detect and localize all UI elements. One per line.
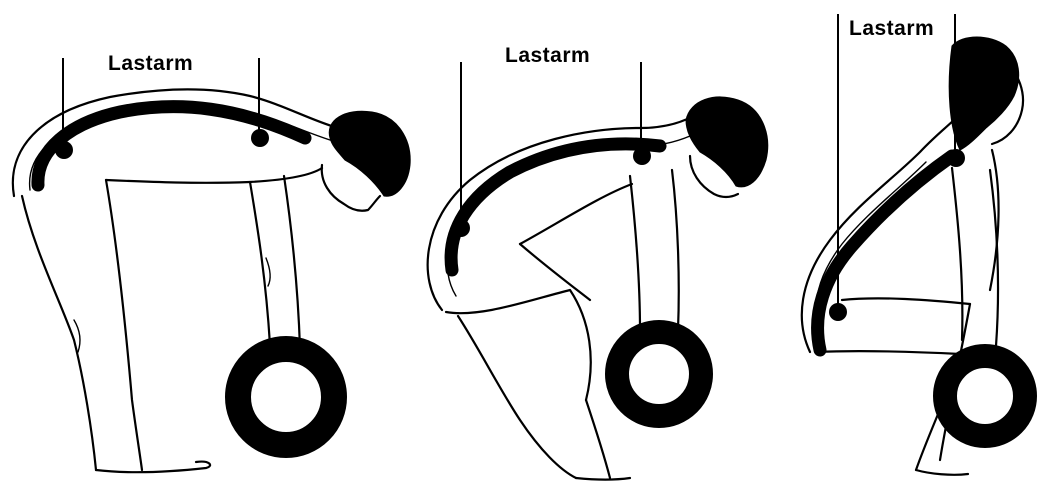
figure-3-joint-upper xyxy=(947,149,965,167)
figure-2-thigh xyxy=(446,290,591,400)
figure-2-chest xyxy=(520,184,632,244)
figure-1-load-ring xyxy=(238,349,334,445)
figure-1-arm-back xyxy=(284,176,300,348)
figure-2-spine xyxy=(451,144,660,270)
figure-1-lastarm-label: Lastarm xyxy=(108,52,193,76)
figure-2-feet xyxy=(576,478,630,480)
figure-2-lastarm-label: Lastarm xyxy=(505,44,590,68)
figure-3-arm-front xyxy=(952,168,962,340)
figure-3-lastarm-label: Lastarm xyxy=(849,17,934,41)
figure-3-arm-back xyxy=(990,170,998,346)
figure-1-hair xyxy=(329,111,410,196)
figure-1-joint-upper xyxy=(251,129,269,147)
figure-1-chest xyxy=(106,168,322,183)
figure-3-back-outline xyxy=(802,118,956,352)
figure-2-leg-back xyxy=(458,316,576,478)
figure-1-leg-front xyxy=(106,180,142,470)
figure-2-joint-lower xyxy=(452,219,470,237)
figure-1-leg-back xyxy=(22,196,96,470)
figure-1-joint-lower xyxy=(55,141,73,159)
figure-2-joint-upper xyxy=(633,147,651,165)
figure-2-arm-back xyxy=(672,170,679,330)
figure-2-load-ring xyxy=(617,332,701,416)
figure-3-thigh-top xyxy=(842,298,970,304)
figure-1-arm-front xyxy=(250,182,270,345)
figure-1-feet xyxy=(96,462,210,473)
figure-2-hair xyxy=(686,97,768,187)
figure-3-hair xyxy=(949,37,1018,150)
figure-3-load-ring xyxy=(945,356,1025,436)
figure-1-spine xyxy=(38,107,305,185)
figure-1-elbow xyxy=(266,258,270,286)
figure-2-leg-front xyxy=(520,244,590,300)
figure-2-shin xyxy=(586,400,610,478)
figure-3-joint-lower xyxy=(829,303,847,321)
figure-3-thigh-bottom xyxy=(816,351,960,354)
figure-1-stooped-lift xyxy=(13,58,410,472)
figure-2-arm-front xyxy=(630,176,640,330)
figure-3-squat-lift xyxy=(802,14,1025,475)
figure-2-half-squat-lift xyxy=(428,62,768,480)
figure-3-feet xyxy=(916,470,968,475)
